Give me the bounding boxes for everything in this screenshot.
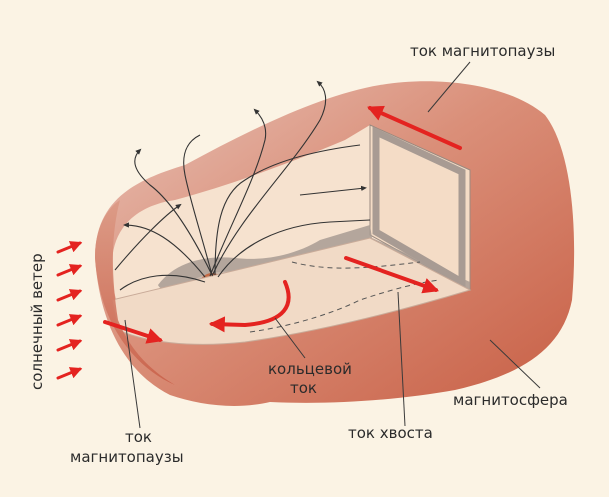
label-tail-current: ток хвоста xyxy=(348,424,433,442)
label-magnetopause-current-top: ток магнитопаузы xyxy=(410,42,555,60)
label-magnetopause-current-bottom-1: ток xyxy=(125,428,152,446)
label-solar-wind: солнечный ветер xyxy=(28,253,46,390)
label-magnetopause-current-bottom-2: магнитопаузы xyxy=(70,448,184,466)
solar-wind-arrows xyxy=(58,243,80,378)
label-magnetosphere: магнитосфера xyxy=(453,391,568,409)
label-ring-current-2: ток xyxy=(290,379,317,397)
label-ring-current-1: кольцевой xyxy=(268,360,352,378)
